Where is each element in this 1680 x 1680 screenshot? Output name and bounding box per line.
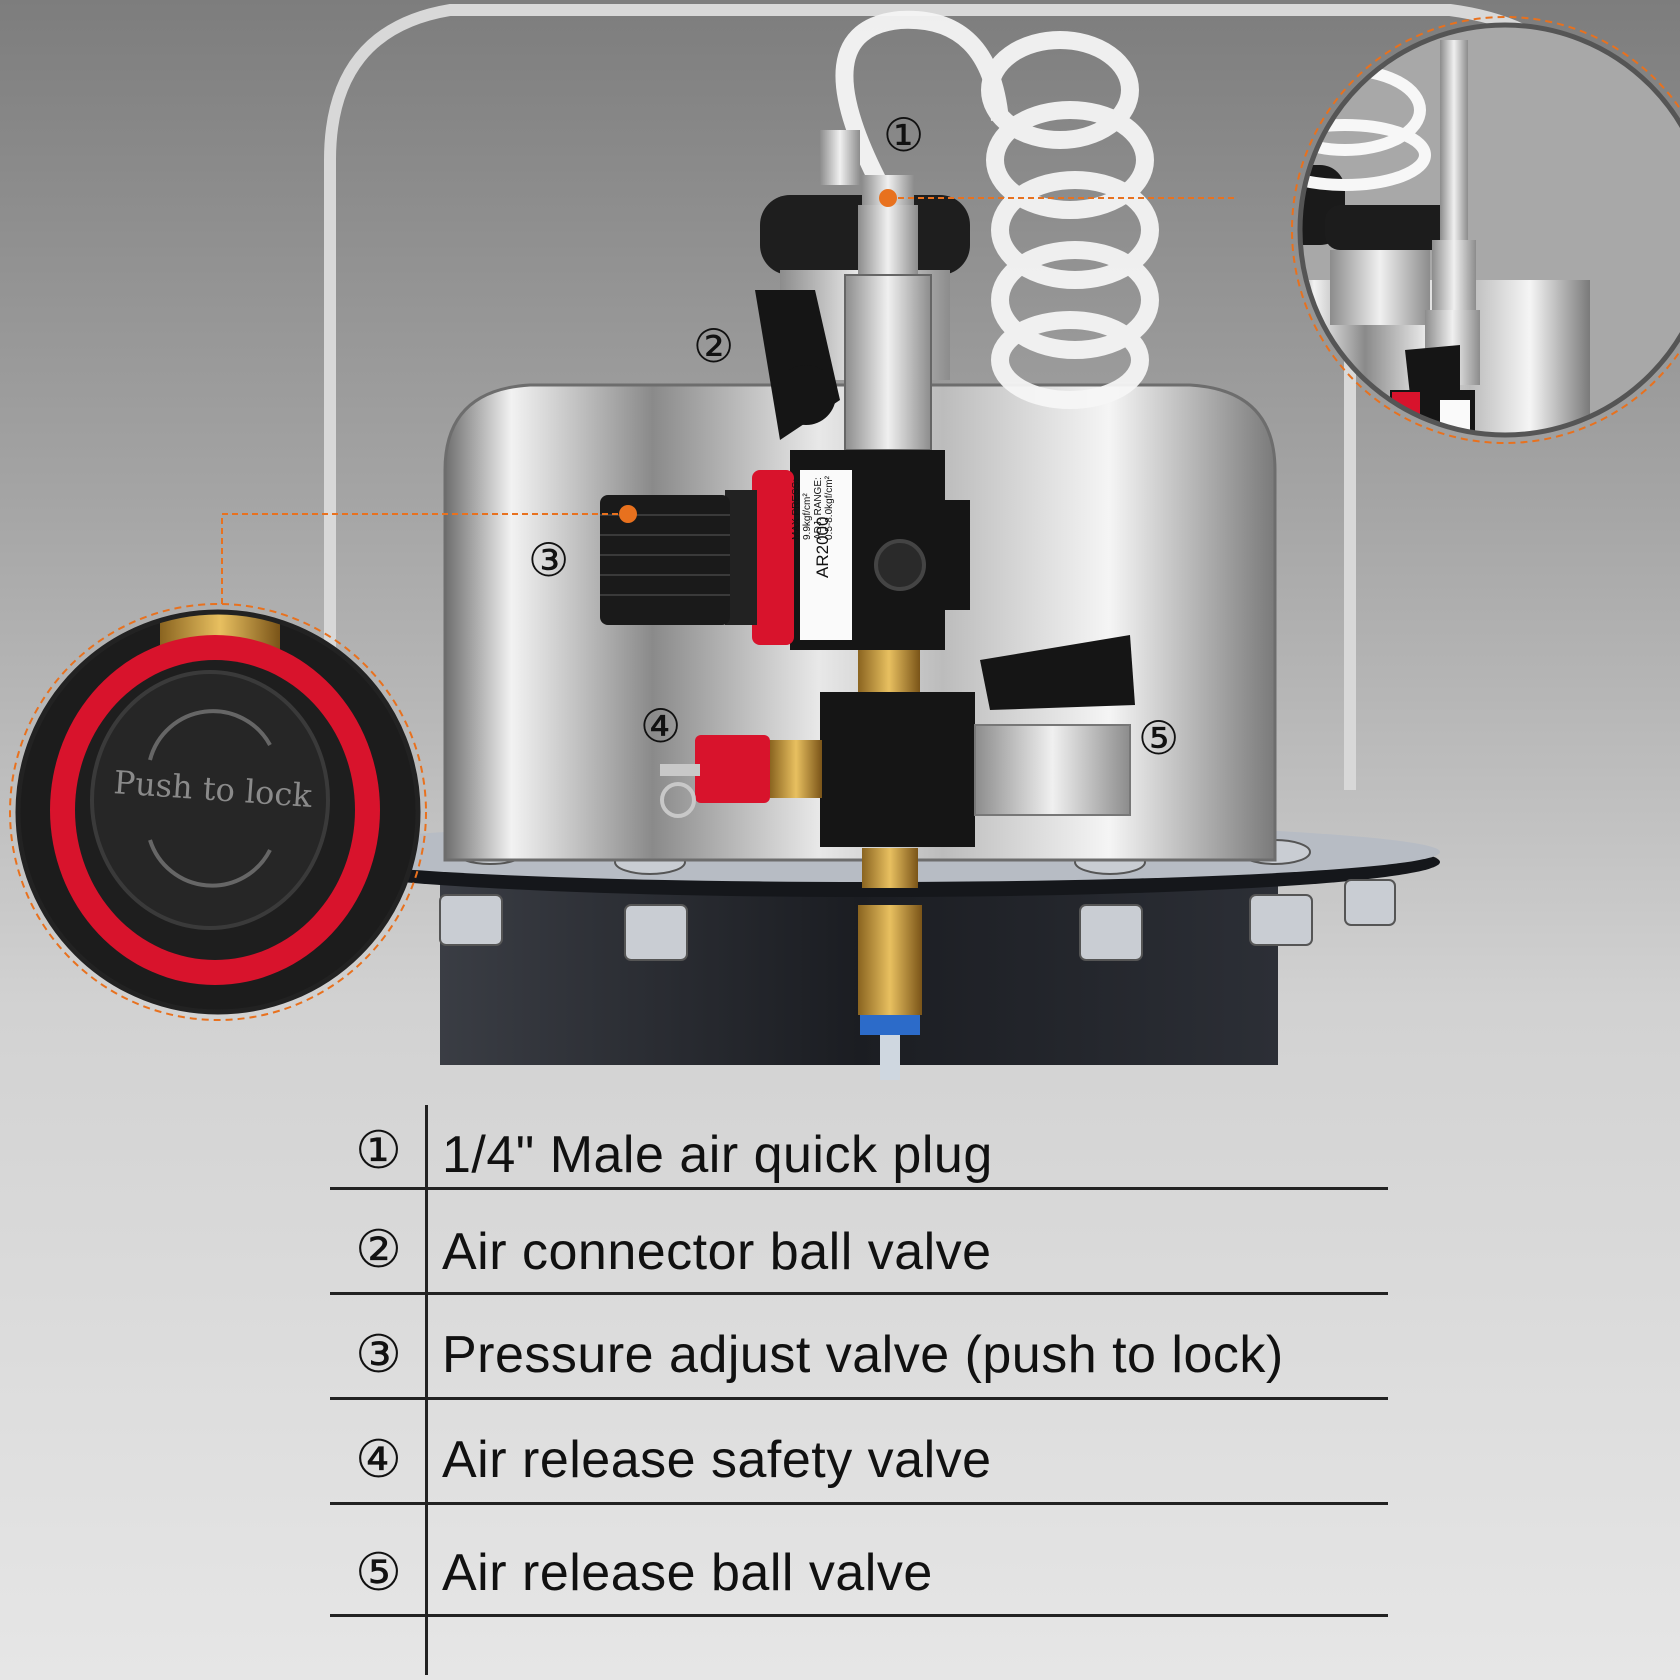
legend-number: ③ [355,1325,402,1385]
legend-row: ① 1/4" Male air quick plug [330,1105,1388,1190]
safety-valve-cap [695,735,770,803]
svg-text:9.9kgf/cm²: 9.9kgf/cm² [802,493,813,540]
bottom-fitting [858,905,922,1015]
legend-row: ③ Pressure adjust valve (push to lock) [330,1295,1388,1400]
quick-plug [844,175,932,451]
legend-label: Air release safety valve [442,1431,992,1489]
legend-label: 1/4" Male air quick plug [442,1126,993,1184]
legend-row: ④ Air release safety valve [330,1400,1388,1505]
callout-1: ① [883,108,925,162]
legend-number: ② [355,1220,402,1280]
legend-label: Air release ball valve [442,1544,933,1602]
release-ball-valve [974,724,1131,816]
legend-number: ④ [355,1430,402,1490]
legend-divider [425,1105,428,1675]
release-valve-handle [980,635,1135,710]
svg-text:ADJ. RANGE:: ADJ. RANGE: [813,477,824,540]
leader-lines [221,197,1238,605]
callout-5: ⑤ [1138,711,1180,765]
legend-label: Pressure adjust valve (push to lock) [442,1326,1284,1384]
detail-circle-top [1300,25,1680,435]
svg-text:AR2000: AR2000 [813,517,832,578]
regulator-spec: MAX PRESS: 9.9kgf/cm² ADJ. RANGE: 0.5-8.… [791,475,835,540]
legend-number: ⑤ [355,1543,402,1603]
legend-row: ⑤ Air release ball valve [330,1505,1388,1617]
regulator-knob [600,495,730,625]
detail-circle-knob [18,612,418,1012]
regulator-red-ring [752,470,794,645]
svg-text:0.5-8.0kgf/cm²: 0.5-8.0kgf/cm² [824,475,835,540]
valve-block [820,692,975,847]
legend-number: ① [355,1121,402,1181]
regulator-label: AR2000 [813,517,832,578]
svg-text:MAX PRESS:: MAX PRESS: [791,479,802,540]
legend-row: ② Air connector ball valve [330,1190,1388,1295]
callout-2: ② [693,319,735,373]
legend-table: ① 1/4" Male air quick plug ② Air connect… [330,1105,1388,1675]
callout-3: ③ [528,533,570,587]
coiled-hose [835,10,1159,409]
brass-coupler [858,650,920,695]
hose-fitting [820,130,860,185]
legend-label: Air connector ball valve [442,1223,992,1281]
product-photo: Push to lock AR2000 MAX PRESS: 9.9kgf/cm… [9,4,1680,1080]
callout-4: ④ [640,699,682,753]
